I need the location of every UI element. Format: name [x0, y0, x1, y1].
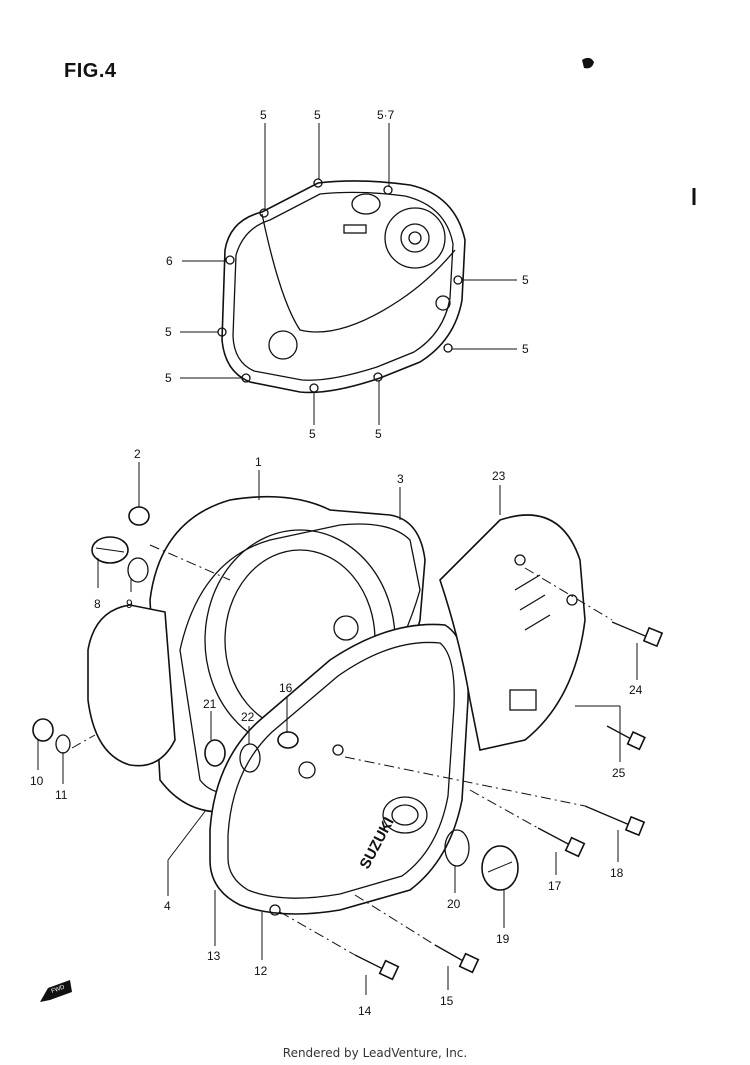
callout-21: 19: [496, 932, 510, 946]
callout-25: 25: [612, 766, 626, 780]
bolt-18: [584, 805, 646, 837]
bolt-17: [537, 827, 586, 858]
oil-filler-plug: [91, 536, 129, 564]
callout-16: 15: [440, 994, 454, 1008]
bolt-25: [606, 725, 646, 751]
callout-10: 10: [30, 774, 44, 788]
dowel-19: [204, 739, 226, 767]
inspection-cap-21: [481, 845, 519, 891]
o-ring-9: [127, 557, 149, 583]
drain-plug-10: [32, 718, 54, 742]
callout-9: 9: [126, 597, 133, 611]
callout-14: 16: [279, 681, 293, 695]
assembly-leader-lines: [37, 462, 638, 995]
figure-title: FIG.4: [64, 60, 117, 82]
callout-4: 4: [164, 899, 171, 913]
cover-guard: [439, 514, 586, 751]
callout-8: 8: [94, 597, 101, 611]
o-ring-20: [239, 743, 261, 773]
callout-6: 6: [166, 254, 173, 268]
callout-5: 5: [522, 342, 529, 356]
callout-labels: 5 5 5·7 6 5 5 5 5 5 5 1 2 3 23 8 9 24 5 …: [30, 108, 643, 1018]
callout-17: 17: [548, 879, 562, 893]
callout-12: 12: [254, 964, 268, 978]
callout-5: 5: [165, 371, 172, 385]
callout-18: 18: [610, 866, 624, 880]
callout-3: 3: [397, 472, 404, 486]
scan-marks: [582, 57, 696, 205]
bolt-16: [434, 944, 480, 974]
callout-5: 5: [314, 108, 321, 122]
callout-13: 13: [207, 949, 221, 963]
o-ring-22: [444, 829, 470, 867]
callout-1: 1: [255, 455, 262, 469]
callout-11: 11: [55, 788, 68, 802]
callout-5-7: 5·7: [377, 108, 395, 122]
footer-credit: Rendered by LeadVenture, Inc.: [282, 1046, 468, 1060]
fwd-label: FWD: [51, 984, 67, 995]
callout-19: 21: [203, 697, 217, 711]
callout-5: 5: [260, 108, 267, 122]
washer-11: [55, 734, 71, 754]
callout-23: 23: [492, 469, 506, 483]
bolt-15: [354, 954, 400, 981]
callout-20: 22: [241, 710, 255, 724]
plug-2: [128, 506, 150, 526]
callout-22: 20: [447, 897, 461, 911]
gasket-leader-lines: [180, 123, 517, 425]
callout-5: 5: [309, 427, 316, 441]
callout-15: 14: [358, 1004, 372, 1018]
alignment-lines: [71, 544, 613, 956]
forward-arrow-icon: FWD: [40, 980, 72, 1002]
clutch-cover-gasket: [217, 178, 466, 394]
callout-5: 5: [522, 273, 529, 287]
callout-5: 5: [375, 427, 382, 441]
bolt-24: [611, 621, 664, 648]
callout-2: 2: [134, 447, 141, 461]
callout-5: 5: [165, 325, 172, 339]
outer-cover: SUZUKI: [209, 623, 469, 916]
dowel-14: [277, 731, 299, 749]
callout-24: 24: [629, 683, 643, 697]
